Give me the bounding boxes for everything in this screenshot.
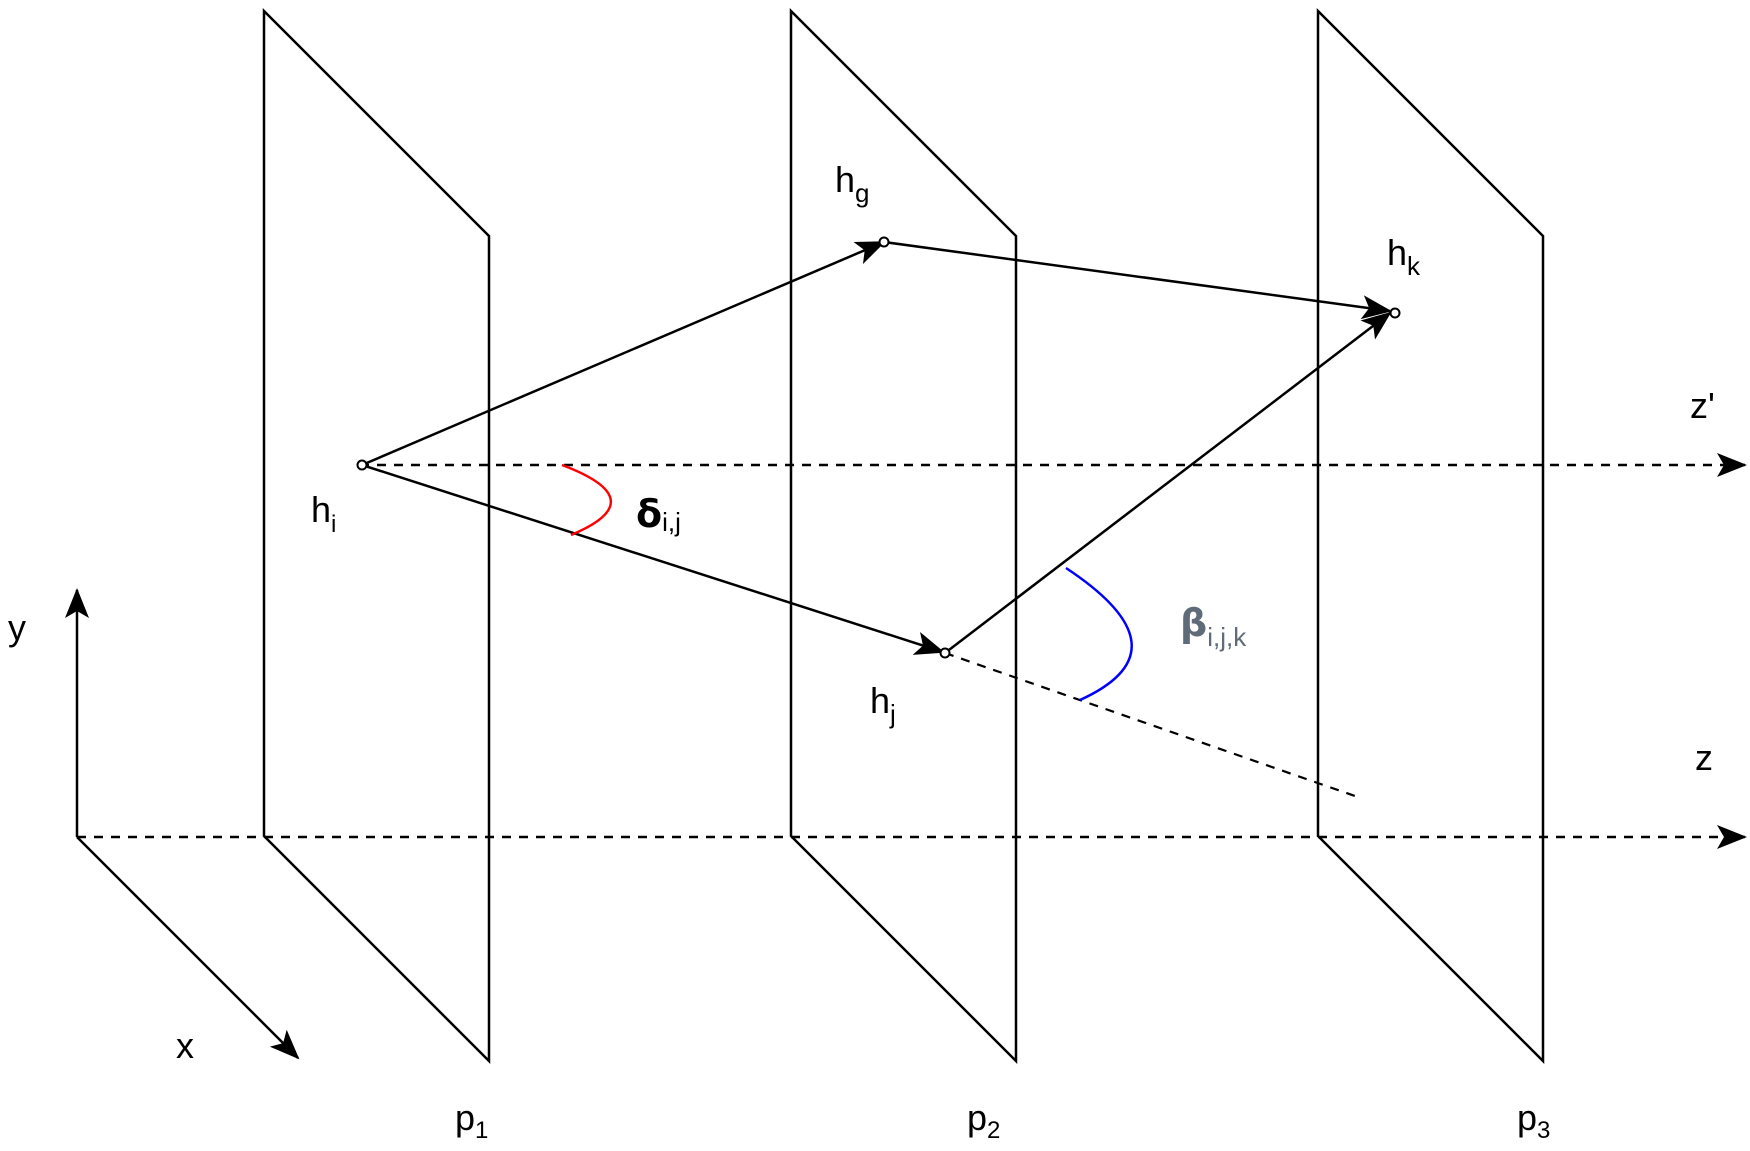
- plane-p1: [262, 7, 491, 1065]
- plane-p2-label: p2: [967, 1097, 1000, 1144]
- vector-hj-hk: [944, 311, 1392, 654]
- x-axis: [76, 836, 300, 1060]
- point-hj: [939, 647, 951, 659]
- beta-angle-arc: [1065, 566, 1133, 702]
- y-axis-label: y: [8, 607, 26, 648]
- plane-p1-label: p1: [455, 1097, 488, 1144]
- point-hg-label: hg: [835, 159, 870, 208]
- plane-p3-label: p3: [1517, 1097, 1550, 1144]
- beta-angle-label: βi,j,k: [1180, 601, 1247, 652]
- z-axis-label: z: [1695, 737, 1713, 778]
- z-prime-axis-label: z': [1690, 385, 1715, 426]
- vector-hi-hg: [361, 240, 886, 467]
- point-hk-label: hk: [1387, 232, 1421, 281]
- point-hg: [878, 236, 890, 248]
- hi-hj-extension: [944, 651, 1356, 798]
- vector-hg-hk: [883, 240, 1392, 320]
- point-hk: [1389, 307, 1401, 319]
- delta-angle-arc: [561, 463, 613, 537]
- point-hi-label: hi: [311, 489, 336, 538]
- point-hi: [356, 459, 368, 471]
- plane-p2: [789, 7, 1018, 1065]
- plane-p3: [1316, 7, 1545, 1065]
- point-hj-label: hj: [870, 680, 896, 729]
- delta-angle-label: δi,j: [636, 492, 681, 537]
- vector-hi-hj: [361, 463, 945, 655]
- x-axis-label: x: [176, 1025, 194, 1066]
